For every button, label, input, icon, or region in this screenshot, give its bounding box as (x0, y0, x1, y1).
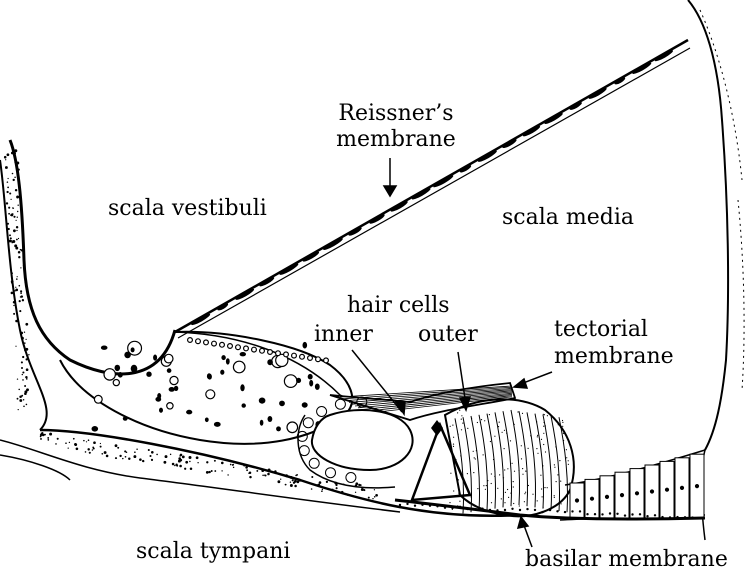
label-inner: inner (314, 322, 373, 347)
claudius-cells (560, 450, 705, 520)
organ-of-corti (445, 399, 574, 516)
reissner-arrow-icon (384, 186, 396, 196)
label-reissners-1: Reissner’s (338, 101, 453, 126)
label-scala-tympani: scala tympani (136, 539, 290, 564)
basilar-arrow-icon (518, 517, 528, 528)
label-hair-cells: hair cells (347, 293, 450, 318)
label-scala-vestibuli: scala vestibuli (108, 196, 267, 221)
label-tectorial-1: tectorial (554, 317, 648, 342)
label-basilar-membrane: basilar membrane (525, 547, 728, 571)
label-tectorial-2: membrane (554, 344, 674, 369)
label-outer: outer (418, 322, 478, 347)
label-reissners-2: membrane (336, 127, 456, 152)
label-scala-media: scala media (502, 205, 634, 230)
tectorial-arrow-icon (514, 379, 527, 388)
